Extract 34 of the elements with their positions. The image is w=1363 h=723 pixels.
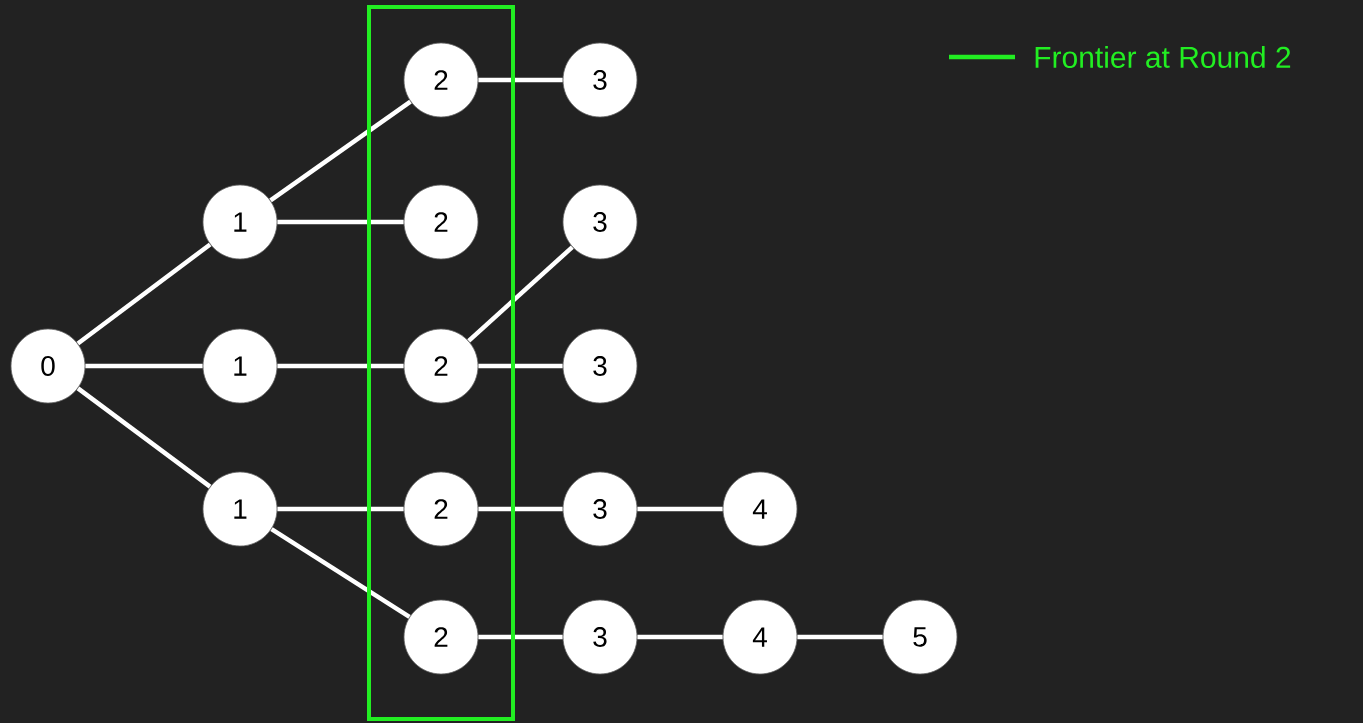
tree-node: 2 [403, 184, 479, 260]
tree-node: 2 [403, 471, 479, 547]
tree-node: 0 [10, 328, 86, 404]
connector-line [637, 506, 723, 512]
tree-node: 3 [562, 184, 638, 260]
tree-node: 1 [202, 471, 278, 547]
tree-node: 2 [403, 42, 479, 118]
connector-line [478, 506, 563, 512]
tree-node: 5 [882, 599, 958, 675]
connector-line [269, 99, 412, 203]
tree-node: 2 [403, 599, 479, 675]
connector-line [637, 634, 723, 640]
connector-line [478, 77, 563, 83]
connector-line [85, 363, 203, 369]
tree-node: 2 [403, 328, 479, 404]
tree-node: 4 [722, 471, 798, 547]
connector-line [270, 527, 411, 619]
tree-node: 3 [562, 599, 638, 675]
tree-node: 1 [202, 184, 278, 260]
connector-line [76, 386, 212, 489]
tree-node: 3 [562, 471, 638, 547]
tree-node: 4 [722, 599, 798, 675]
connector-line [467, 245, 574, 343]
connector-line [797, 634, 883, 640]
tree-node: 3 [562, 42, 638, 118]
connector-line [277, 363, 404, 369]
tree-node: 1 [202, 328, 278, 404]
connector-line [478, 634, 563, 640]
connector-line [76, 242, 212, 346]
connector-line [277, 506, 404, 512]
tree-node: 3 [562, 328, 638, 404]
legend-label: Frontier at Round 2 [1035, 46, 1291, 68]
connector-line [478, 363, 563, 369]
connector-line [277, 219, 404, 225]
